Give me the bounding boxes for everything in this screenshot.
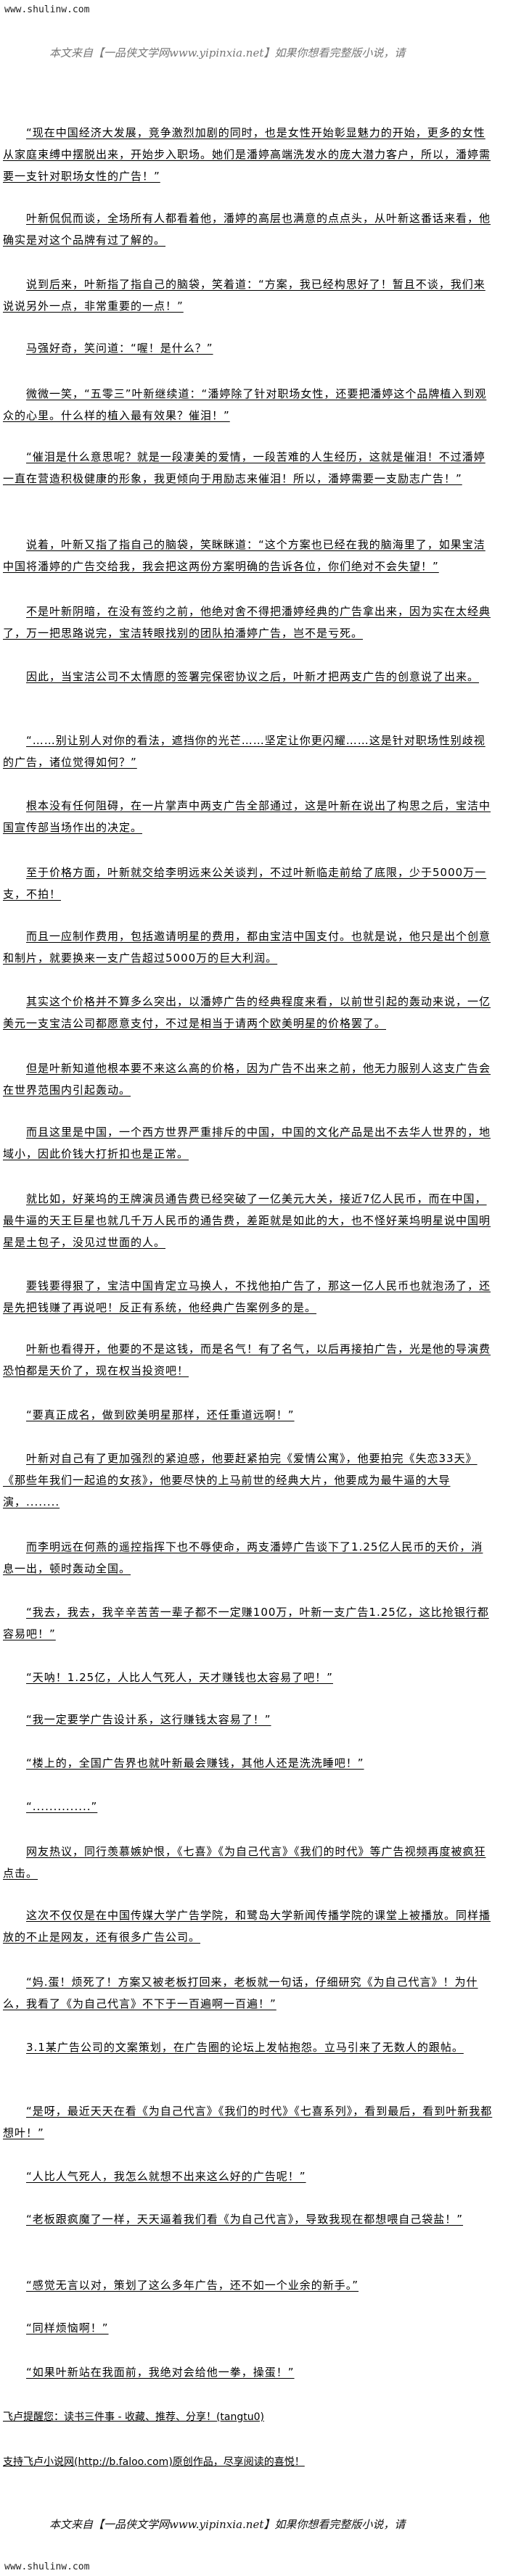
- paragraph: “是呀，最近天天在看《为自己代言》《我们的时代》《七喜系列》，看到最后，看到叶新…: [3, 2105, 493, 2139]
- paragraph: “妈.蛋！烦死了！方案又被老板打回来，老板就一句话，仔细研究《为自己代言》！为什…: [3, 1976, 478, 2010]
- paragraph: “如果叶新站在我面前，我绝对会给他一拳，操蛋！”: [26, 2366, 295, 2379]
- paragraph: 叶新也看得开，他要的不是这钱，而是名气！有了名气，以后再接拍广告，光是他的导演费…: [3, 1342, 491, 1377]
- paragraph: “我去，我去，我辛辛苦苦一辈子都不一定赚100万，叶新一支广告1.25亿，这比抢…: [3, 1606, 489, 1640]
- paragraph: “要真正成名，做到欧美明星那样，还任重道远啊！”: [26, 1408, 295, 1421]
- paragraph: “……别让别人对你的看法，遮挡你的光芒……坚定让你更闪耀……这是针对职场性别歧视…: [3, 734, 486, 769]
- paragraph: “..............”: [26, 1800, 98, 1813]
- source-banner-bottom: 本文来自【一品侠文学网www.yipinxia.net】如果你想看完整版小说，请: [49, 2518, 406, 2531]
- paragraph: 而李明远在何燕的遥控指挥下也不辱使命，两支潘婷广告谈下了1.25亿人民币的天价，…: [3, 1540, 483, 1575]
- paragraph: “人比人气死人，我怎么就想不出来这么好的广告呢！”: [26, 2170, 306, 2183]
- paragraph: 马强好奇，笑问道：“喔！是什么？”: [26, 342, 213, 355]
- paragraph: 这次不仅仅是在中国传媒大学广告学院，和鹭岛大学新闻传播学院的课堂上被播放。同样播…: [3, 1909, 491, 1944]
- site-label-bottom: www.shulinw.com: [4, 2561, 90, 2572]
- paragraph: 因此，当宝洁公司不太情愿的签署完保密协议之后，叶新才把两支广告的创意说了出来。: [26, 670, 480, 683]
- paragraph: 叶新对自己有了更加强烈的紧迫感，他要赶紧拍完《爱情公寓》，他要拍完《失恋33天》…: [3, 1452, 478, 1508]
- paragraph: 微微一笑，“五零三”叶新继续道：“潘婷除了针对职场女性，还要把潘婷这个品牌植入到…: [3, 387, 487, 422]
- paragraph: 叶新侃侃而谈，全场所有人都看着他，潘婷的高层也满意的点点头，从叶新这番话来看，他…: [3, 212, 491, 247]
- paragraph: 就比如，好莱坞的王牌演员通告费已经突破了一亿美元大关，接近7亿人民币，而在中国，…: [3, 1192, 491, 1249]
- footer-reminder: 飞卢提醒您：读书三件事 - 收藏、推荐、分享！(tangtu0): [3, 2411, 264, 2423]
- paragraph: 网友热议，同行羡慕嫉妒恨，《七喜》《为自己代言》《我们的时代》等广告视频再度被疯…: [3, 1845, 486, 1880]
- paragraph: 而且一应制作费用，包括邀请明星的费用，都由宝洁中国支付。也就是说，他只是出个创意…: [3, 930, 491, 965]
- paragraph: 但是叶新知道他根本要不来这么高的价格，因为广告不出来之前，他无力服别人这支广告会…: [3, 1062, 491, 1097]
- paragraph: 不是叶新阴暗，在没有签约之前，他绝对舍不得把潘婷经典的广告拿出来，因为实在太经典…: [3, 605, 491, 640]
- site-label-top: www.shulinw.com: [4, 4, 90, 15]
- paragraph: 3.1某广告公司的文案策划，在广告圈的论坛上发帖抱怨。立马引来了无数人的跟帖。: [26, 2041, 464, 2054]
- source-banner-top: 本文来自【一品侠文学网www.yipinxia.net】如果你想看完整版小说，请: [49, 46, 406, 59]
- paragraph: 其实这个价格并不算多么突出，以潘婷广告的经典程度来看，以前世引起的轰动来说，一亿…: [3, 995, 491, 1030]
- paragraph: 说到后来，叶新指了指自己的脑袋，笑着道：“方案，我已经构思好了！暂且不谈，我们来…: [3, 278, 486, 313]
- paragraph: 而且这里是中国，一个西方世界严重排斥的中国，中国的文化产品是出不去华人世界的，地…: [3, 1126, 491, 1160]
- paragraph: 说着，叶新又指了指自己的脑袋，笑眯眯道：“这个方案也已经在我的脑海里了，如果宝洁…: [3, 538, 486, 573]
- paragraph: “老板跟疯魔了一样，天天逼着我们看《为自己代言》，导致我现在都想喂自己袋盐！”: [26, 2213, 464, 2226]
- paragraph: 根本没有任何阻碍，在一片掌声中两支广告全部通过，这是叶新在说出了构思之后，宝洁中…: [3, 799, 491, 834]
- paragraph: “我一定要学广告设计系，这行赚钱太容易了！”: [26, 1713, 271, 1726]
- paragraph: “楼上的，全国广告界也就叶新最会赚钱，其他人还是洗洗睡吧！”: [26, 1756, 364, 1770]
- paragraph: “天呐！1.25亿，人比人气死人，天才赚钱也太容易了吧！”: [26, 1671, 333, 1684]
- paragraph: 要钱要得狠了，宝洁中国肯定立马换人，不找他拍广告了，那这一亿人民币也就泡汤了，还…: [3, 1279, 491, 1314]
- paragraph: “催泪是什么意思呢？就是一段凄美的爱情，一段苦难的人生经历，这就是催泪！不过潘婷…: [3, 450, 486, 485]
- footer-support-link[interactable]: 支持飞卢小说网(http://b.faloo.com)原创作品，尽享阅读的喜悦！: [3, 2456, 305, 2468]
- paragraph: “现在中国经济大发展，竞争激烈加剧的同时，也是女性开始彰显魅力的开始，更多的女性…: [3, 126, 491, 183]
- paragraph: “感觉无言以对，策划了这么多年广告，还不如一个业余的新手。”: [26, 2279, 359, 2292]
- paragraph: “同样烦恼啊！”: [26, 2321, 109, 2334]
- paragraph: 至于价格方面，叶新就交给李明远来公关谈判，不过叶新临走前给了底限，少于5000万…: [3, 866, 487, 901]
